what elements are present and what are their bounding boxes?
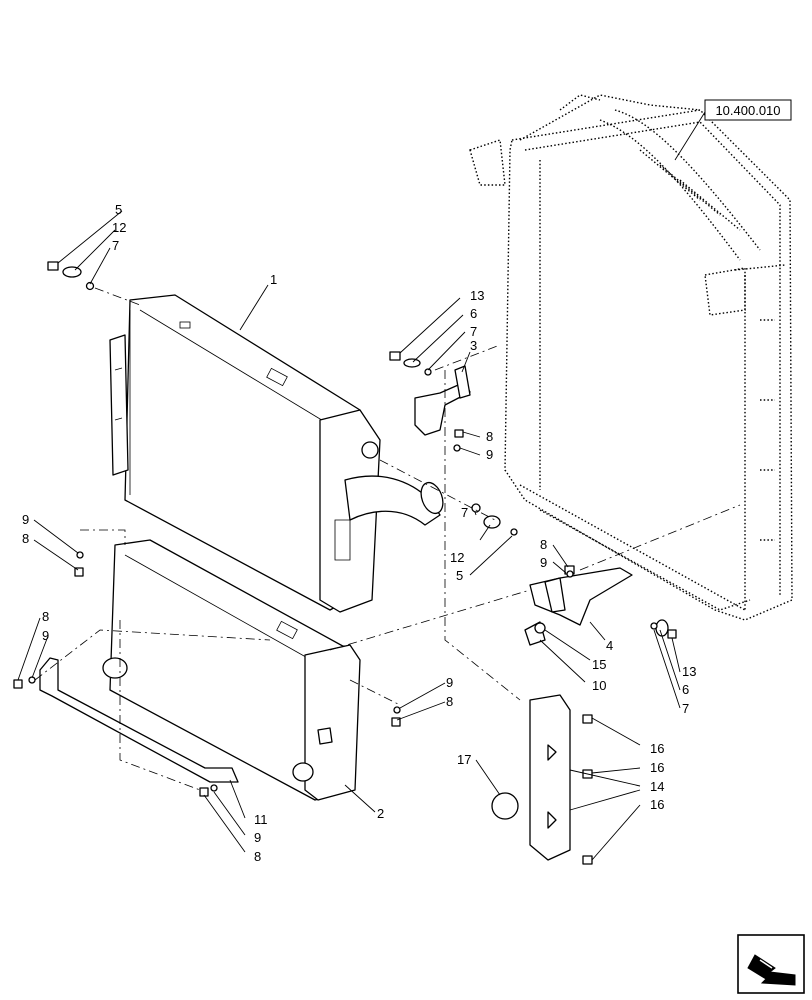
bracket-part-4: [529, 567, 633, 626]
callout-15: 15: [592, 657, 606, 672]
view-direction-arrow-icon[interactable]: [737, 934, 805, 994]
callout-11: 11: [254, 812, 268, 827]
callout-5: 5: [115, 202, 122, 217]
lower-cooler-part-2: [102, 539, 361, 801]
callout-8: 8: [254, 849, 261, 864]
callout-9: 9: [22, 512, 29, 527]
callout-8: 8: [42, 609, 49, 624]
callout-labels: 1 2 3 4 5 12 7 13 6 7 8 9 7 12 5 9 8 8 9…: [22, 202, 696, 864]
reference-label: 10.400.010: [715, 103, 780, 118]
callout-7: 7: [112, 238, 119, 253]
callout-8: 8: [22, 531, 29, 546]
callout-1: 1: [270, 272, 277, 287]
ball-part-17: [491, 792, 519, 820]
bracket-part-3: [414, 365, 471, 436]
leader-lines: [17, 111, 706, 861]
callout-12: 12: [112, 220, 126, 235]
clip-part-10: [524, 621, 546, 646]
callout-13: 13: [682, 664, 696, 679]
callout-13: 13: [470, 288, 484, 303]
callout-6: 6: [470, 306, 477, 321]
assembly-centerlines: [34, 287, 741, 791]
callout-9: 9: [540, 555, 547, 570]
callout-8: 8: [446, 694, 453, 709]
callout-3: 3: [470, 338, 477, 353]
callout-12: 12: [450, 550, 464, 565]
callout-8: 8: [540, 537, 547, 552]
mounting-plate-part-14: [529, 694, 571, 861]
radiator-reference-assembly: [469, 94, 793, 621]
callout-7: 7: [470, 324, 477, 339]
lower-bracket-part-11: [39, 657, 239, 783]
callout-14: 14: [650, 779, 664, 794]
callout-16: 16: [650, 741, 664, 756]
reference-label-box[interactable]: 10.400.010: [704, 99, 792, 121]
callout-9: 9: [42, 628, 49, 643]
callout-16: 16: [650, 760, 664, 775]
callout-7: 7: [682, 701, 689, 716]
callout-17: 17: [457, 752, 471, 767]
callout-9: 9: [254, 830, 261, 845]
callout-4: 4: [606, 638, 613, 653]
callout-9: 9: [446, 675, 453, 690]
callout-16: 16: [650, 797, 664, 812]
callout-7: 7: [461, 505, 468, 520]
callout-9: 9: [486, 447, 493, 462]
callout-5: 5: [456, 568, 463, 583]
upper-cooler-part-1: [109, 294, 444, 613]
callout-6: 6: [682, 682, 689, 697]
callout-2: 2: [377, 806, 384, 821]
callout-8: 8: [486, 429, 493, 444]
callout-10: 10: [592, 678, 606, 693]
fasteners: [13, 261, 677, 865]
